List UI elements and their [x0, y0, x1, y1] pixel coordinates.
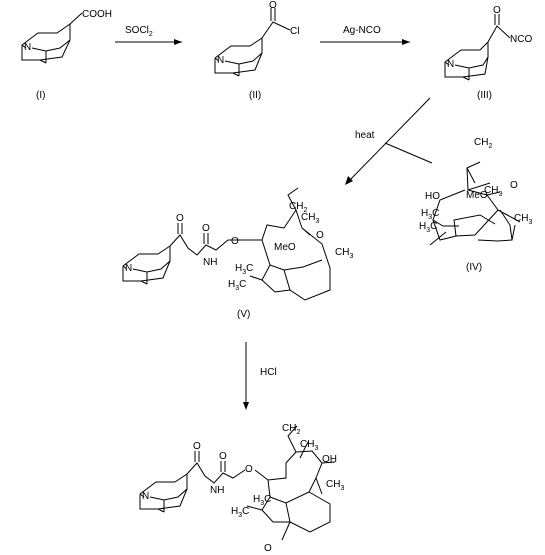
acyl-chloride-bonds [261, 8, 291, 39]
methyl-ch3-v-2: CH3 [335, 247, 353, 260]
reagent-hcl: HCl [260, 367, 277, 378]
reagent-socl2: SOCl2 [125, 25, 153, 38]
carbamate-o-final: O [219, 451, 227, 462]
quinuclidine-cage-v [122, 245, 171, 285]
quinuclidine-cage-final [139, 473, 188, 513]
carbamate-o-v: O [202, 223, 210, 234]
compound-label-iv: (IV) [466, 262, 482, 273]
compound-iii: N O NCO (III) [444, 5, 532, 101]
ketone-o-v: O [316, 230, 324, 241]
oxygen-atom-ii: O [269, 0, 277, 11]
hydroxyl-final: OH [322, 454, 337, 465]
nco-group: NCO [510, 34, 532, 45]
ester-o-v: O [231, 236, 239, 247]
arrow-step-3: heat [345, 97, 433, 185]
vinyl-ch2-final: CH2 [282, 423, 300, 436]
tricyclic-core-iv [429, 161, 521, 246]
nitrogen-atom-i: N [24, 42, 31, 53]
arrow-step-1: SOCl2 [115, 25, 182, 45]
ketone-o-iv: O [510, 180, 518, 191]
methyl-h3c-final-2: H3C [231, 506, 249, 519]
compound-label-iii: (III) [477, 90, 492, 101]
nitrogen-atom-iii: N [447, 59, 454, 70]
bicyclic-cage-i [21, 23, 71, 64]
hydroxyl-iv: HO [425, 191, 440, 202]
methyl-h3c-final-1: H3C [253, 494, 271, 507]
compound-label-i: (I) [36, 90, 45, 101]
isocyanate-bonds [487, 14, 511, 43]
methyl-ch3-final-2: CH3 [326, 479, 344, 492]
methyl-ch3-final-1: CH3 [300, 439, 318, 452]
compound-i: N COOH (I) [21, 9, 112, 101]
amide-o-v: O [176, 213, 184, 224]
compound-v: N O O NH O CH2 CH3 O MeO CH3 H3C H3C (V) [122, 187, 353, 320]
reagent-agnco: Ag-NCO [343, 25, 381, 36]
tricyclic-core-final [246, 425, 336, 541]
carbamate-linkage-final [186, 451, 246, 484]
arrow-head-3 [345, 176, 353, 185]
carbamate-linkage-v [169, 223, 229, 256]
reagent-heat: heat [355, 130, 375, 141]
methyl-ch3-v-1: CH3 [301, 212, 319, 225]
arrow-head-4 [243, 402, 249, 410]
arrow-line-3 [346, 97, 431, 184]
compound-label-v: (V) [237, 309, 250, 320]
carboxyl-bond [69, 12, 83, 25]
ester-o-final: O [245, 464, 253, 475]
arrow-head-1 [174, 39, 182, 45]
vinyl-ch2-v: CH2 [289, 201, 307, 214]
nitrogen-atom-ii: N [217, 55, 224, 66]
methyl-h3c-v-2: H3C [228, 279, 246, 292]
nitrogen-atom-v: N [125, 263, 132, 274]
cooh-group: COOH [82, 9, 112, 20]
compound-final: N O O NH O CH2 CH3 OH CH3 H3C H3C O [139, 423, 344, 554]
tricyclic-core-v [228, 187, 331, 301]
ketone-o-final: O [264, 543, 272, 554]
bicyclic-cage-iii [444, 41, 489, 81]
oxygen-atom-iii: O [493, 5, 501, 16]
nitrogen-atom-final: N [142, 491, 149, 502]
compound-ii: N O Cl (II) [214, 0, 299, 101]
compound-iv: CH2 CH3 O HO MeO CH3 H3C H3C (IV) [419, 137, 532, 273]
methyl-h3c-v-1: H3C [235, 263, 253, 276]
amide-nh-v: NH [203, 257, 217, 268]
arrow-head-2 [402, 39, 410, 45]
arrow-step-4: HCl [243, 342, 277, 410]
arrow-step-2: Ag-NCO [320, 25, 410, 45]
methoxy-iv: MeO [466, 190, 488, 201]
methoxy-v: MeO [274, 242, 296, 253]
methyl-h3c-iv-2: H3C [419, 221, 437, 234]
methyl-ch3-iv-2: CH3 [514, 213, 532, 226]
methyl-ch3-iv-1: CH3 [484, 185, 502, 198]
chlorine-atom-ii: Cl [290, 26, 299, 37]
arrow-branch-3 [384, 142, 433, 164]
compound-label-ii: (II) [249, 90, 261, 101]
bicyclic-cage-ii [214, 37, 263, 77]
amide-o-final: O [193, 441, 201, 452]
vinyl-ch2-iv: CH2 [474, 137, 492, 150]
methyl-h3c-iv-1: H3C [421, 208, 439, 221]
amide-nh-final: NH [210, 485, 224, 496]
